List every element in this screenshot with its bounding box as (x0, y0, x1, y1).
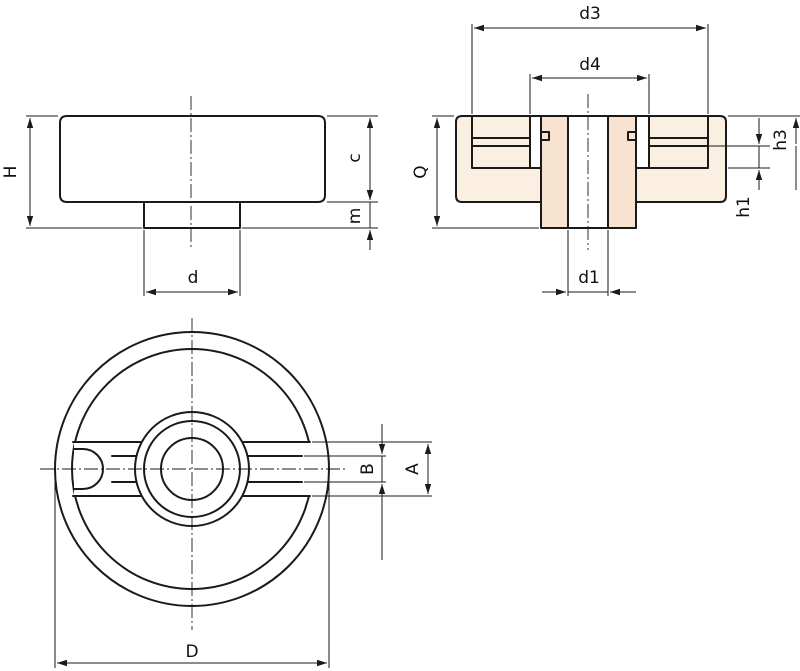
side-view-hub (143, 201, 241, 229)
label-A: A (403, 463, 423, 475)
label-h3: h3 (771, 129, 791, 151)
label-d1: d1 (578, 268, 600, 288)
label-d: d (188, 268, 199, 288)
section-view (432, 24, 800, 296)
side-view-body (59, 115, 326, 203)
label-H: H (1, 166, 21, 179)
label-m: m (345, 208, 365, 225)
label-d3: d3 (579, 4, 601, 24)
section-left-wing (455, 115, 542, 203)
section-left-recess (471, 115, 531, 169)
label-c: c (345, 153, 365, 162)
label-Q: Q (411, 165, 431, 178)
side-view (26, 96, 378, 296)
section-right-wing (635, 115, 727, 203)
label-h1: h1 (734, 196, 754, 218)
dimension-labels: H c m d d3 d4 Q h3 h1 d1 B A D (1, 4, 791, 662)
label-B: B (358, 463, 378, 475)
label-D: D (185, 642, 198, 662)
top-view (40, 318, 432, 668)
label-d4: d4 (579, 55, 601, 75)
